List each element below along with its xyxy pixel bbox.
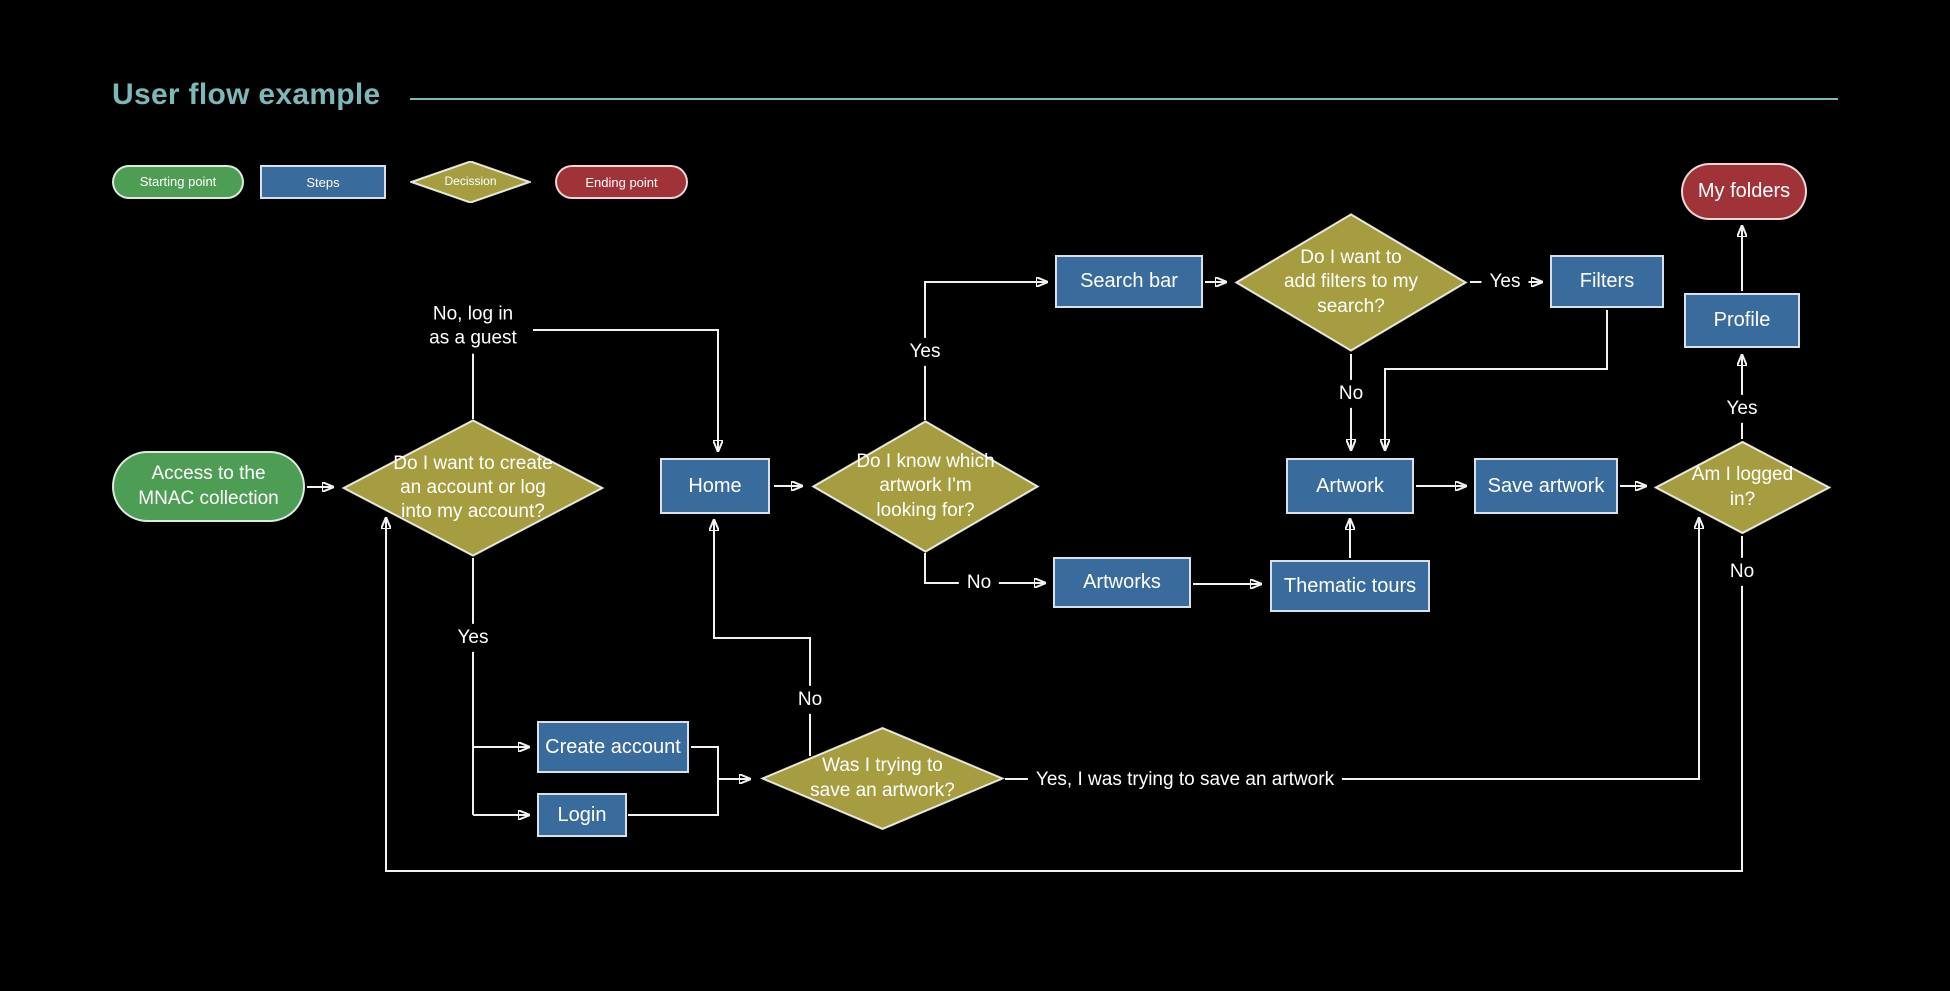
legend-starting-point: Starting point: [112, 165, 244, 199]
node-profile: Profile: [1684, 293, 1800, 348]
node-logged-in-decision: Am I logged in?: [1654, 441, 1831, 534]
edge-label-yes-saving-artwork: Yes, I was trying to save an artwork: [1027, 765, 1343, 795]
edge-label-yes-to-profile: Yes: [1718, 394, 1766, 424]
edge-label-yes-to-search: Yes: [901, 337, 949, 367]
node-search-bar-label: Search bar: [1080, 270, 1178, 292]
node-filters-label: Filters: [1579, 270, 1635, 292]
node-search-bar: Search bar: [1055, 255, 1203, 308]
diamond-shape-icon: [811, 420, 1040, 553]
node-filters-decision-label: Do I want to add filters to my search?: [1283, 247, 1419, 317]
node-start-label: Access to the MNAC collection: [138, 462, 279, 509]
node-filters: Filters: [1550, 255, 1664, 308]
diamond-shape-icon: [760, 727, 1005, 830]
diamond-shape-icon: [341, 419, 605, 557]
node-my-folders: My folders: [1681, 163, 1807, 220]
node-my-folders-label: My folders: [1697, 180, 1791, 202]
node-home: Home: [660, 458, 770, 514]
edge-label-yes-to-filters: Yes: [1481, 267, 1529, 297]
node-login-label: Login: [557, 803, 607, 826]
legend-steps-label: Steps: [306, 174, 340, 190]
edge-label-yes-to-account: Yes: [449, 623, 497, 653]
legend-ending-point: Ending point: [555, 165, 688, 199]
edge-label-no-to-artworks: No: [958, 568, 1000, 598]
edge-label-no-from-filters: No: [1330, 379, 1372, 409]
node-thematic-tours-label: Thematic tours: [1283, 574, 1417, 597]
node-logged-in-decision-label: Am I logged in?: [1691, 464, 1794, 510]
node-filters-decision: Do I want to add filters to my search?: [1234, 213, 1468, 352]
node-artworks: Artworks: [1053, 557, 1191, 608]
legend-steps: Steps: [260, 165, 386, 199]
page-title: User flow example: [112, 78, 381, 111]
node-account-decision: Do I want to create an account or log in…: [341, 419, 605, 557]
node-artworks-label: Artworks: [1083, 571, 1161, 593]
edge-yes-to-search-bar: [924, 282, 1047, 420]
diamond-shape-icon: [410, 161, 531, 203]
edge-no-back-to-home: [714, 520, 811, 756]
edge-label-no-back-home: No: [789, 685, 831, 715]
diamond-shape-icon: [1654, 441, 1831, 534]
node-artwork: Artwork: [1286, 458, 1414, 514]
edge-label-no-guest: No, log in as a guest: [421, 300, 525, 354]
node-thematic-tours: Thematic tours: [1270, 560, 1430, 612]
edge-label-no-from-logged: No: [1721, 557, 1763, 587]
legend-decision: Decission: [410, 161, 531, 203]
edge-guest-to-home: [533, 329, 718, 451]
title-rule: [410, 98, 1838, 100]
node-create-account-label: Create account: [545, 735, 681, 758]
edge-no-return-to-account-decision: [386, 518, 1743, 872]
node-save-artwork-decision: Was I trying to save an artwork?: [760, 727, 1005, 830]
node-create-account: Create account: [537, 721, 689, 773]
node-artwork-label: Artwork: [1316, 474, 1384, 497]
node-profile-label: Profile: [1713, 309, 1771, 331]
node-save-artwork: Save artwork: [1474, 458, 1618, 514]
node-save-artwork-decision-label: Was I trying to save an artwork?: [810, 755, 955, 801]
edge-filters-to-artwork: [1385, 310, 1608, 450]
node-know-artwork-decision: Do I know which artwork I'm looking for?: [811, 420, 1040, 553]
legend-decision-label: Decission: [444, 174, 497, 189]
node-start: Access to the MNAC collection: [112, 451, 305, 522]
node-login: Login: [537, 793, 627, 837]
diamond-shape-icon: [1234, 213, 1468, 352]
node-account-decision-label: Do I want to create an account or log in…: [393, 452, 553, 523]
legend-starting-point-label: Starting point: [139, 173, 217, 189]
node-know-artwork-decision-label: Do I know which artwork I'm looking for?: [856, 451, 995, 521]
edge-no-to-artworks: [924, 553, 1045, 583]
legend-ending-point-label: Ending point: [585, 174, 658, 190]
node-save-artwork-label: Save artwork: [1487, 474, 1605, 497]
node-home-label: Home: [688, 474, 742, 497]
